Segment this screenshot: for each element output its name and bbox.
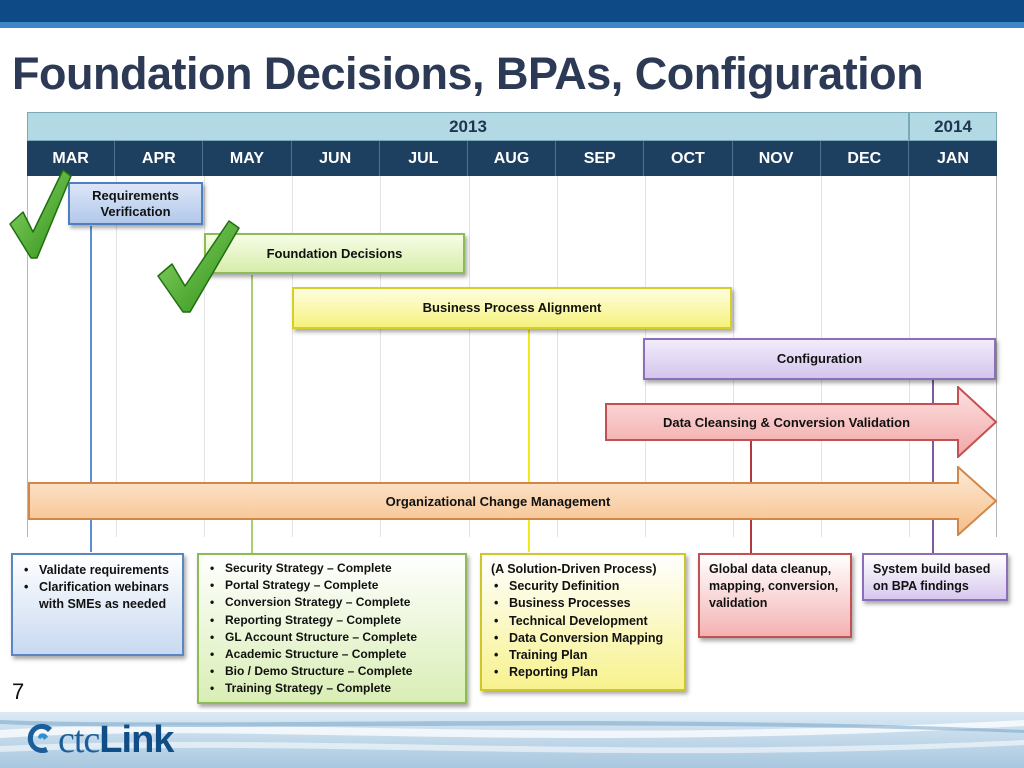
note-item: Reporting Strategy – Complete — [207, 612, 457, 629]
note-item: Training Strategy – Complete — [207, 680, 457, 697]
slide-title: Foundation Decisions, BPAs, Configuratio… — [12, 48, 924, 99]
month-oct: OCT — [644, 141, 733, 176]
business-process-alignment-bar: Business Process Alignment — [292, 287, 732, 329]
requirements-notes: Validate requirements Clarification webi… — [11, 553, 184, 656]
note-item: Academic Structure – Complete — [207, 646, 457, 663]
note-item: Training Plan — [491, 647, 675, 664]
page-number: 7 — [12, 679, 25, 704]
month-apr: APR — [115, 141, 204, 176]
month-header-row: MAR APR MAY JUN JUL AUG SEP OCT NOV DEC … — [27, 141, 997, 176]
month-aug: AUG — [468, 141, 557, 176]
configuration-bar: Configuration — [643, 338, 996, 380]
note-item: Business Processes — [491, 595, 675, 612]
month-jan: JAN — [936, 149, 969, 167]
bpa-notes-intro: (A Solution-Driven Process) — [491, 562, 657, 576]
ctclink-logo-text: ctcLink — [58, 719, 174, 761]
bpa-connector — [528, 330, 530, 552]
month-may: MAY — [203, 141, 292, 176]
note-item: Data Conversion Mapping — [491, 630, 675, 647]
foundation-connector — [251, 275, 253, 553]
note-item: Clarification webinars with SMEs as need… — [21, 579, 174, 613]
note-item: GL Account Structure – Complete — [207, 629, 457, 646]
checkmark-icon — [157, 220, 240, 313]
month-mar: MAR — [27, 141, 116, 176]
data-cleansing-label: Data Cleansing & Conversion Validation — [662, 414, 911, 430]
requirements-verification-bar: Requirements Verification — [68, 182, 203, 225]
month-jun: JUN — [292, 141, 380, 176]
footer-band — [0, 712, 1024, 768]
ocm-label: Organizational Change Management — [385, 493, 611, 509]
data-cleansing-arrow: Data Cleansing & Conversion Validation — [605, 386, 998, 458]
configuration-connector — [932, 380, 934, 553]
month-dec: DEC — [821, 141, 909, 176]
note-item: Validate requirements — [21, 562, 174, 579]
note-item: Portal Strategy – Complete — [207, 577, 457, 594]
year-2014: 2014 — [909, 112, 997, 141]
ctclink-logo: ctcLink — [24, 718, 174, 762]
note-item: Security Definition — [491, 578, 675, 595]
month-sep: SEP — [556, 141, 645, 176]
bpa-notes: (A Solution-Driven Process) Security Def… — [480, 553, 686, 691]
note-item: Conversion Strategy – Complete — [207, 594, 457, 611]
ocm-arrow: Organizational Change Management — [28, 466, 998, 536]
year-2013: 2013 — [27, 112, 909, 141]
note-item: Technical Development — [491, 613, 675, 630]
header-accent-line — [0, 22, 1024, 28]
checkmark-icon — [9, 169, 72, 259]
ctclink-logo-icon — [27, 723, 52, 754]
note-item: Reporting Plan — [491, 664, 675, 681]
foundation-notes: Security Strategy – Complete Portal Stra… — [197, 553, 467, 704]
foundation-decisions-bar: Foundation Decisions — [204, 233, 465, 274]
month-jul: JUL — [380, 141, 468, 176]
note-item: Bio / Demo Structure – Complete — [207, 663, 457, 680]
month-nov: NOV — [733, 141, 821, 176]
configuration-notes: System build based on BPA findings — [862, 553, 1008, 601]
data-cleansing-notes: Global data cleanup, mapping, conversion… — [698, 553, 852, 638]
requirements-connector — [90, 226, 92, 552]
header-bar — [0, 0, 1024, 22]
note-item: Security Strategy – Complete — [207, 560, 457, 577]
